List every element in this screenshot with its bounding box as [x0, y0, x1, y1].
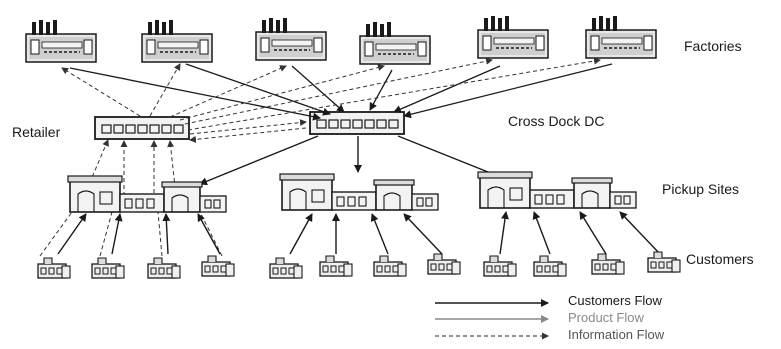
factory-5: [478, 16, 548, 58]
legend-product-flow-label: Product Flow: [568, 310, 644, 325]
pickup-site-3: [478, 172, 636, 208]
customer-flow-arrows: [58, 212, 660, 254]
retailer-label: Retailer: [12, 124, 60, 140]
legend-information-flow-label: Information Flow: [568, 327, 664, 342]
customer-houses: [38, 252, 680, 278]
pickup-site-2: [280, 174, 438, 210]
pickup-sites-label: Pickup Sites: [662, 181, 739, 197]
factory-2: [142, 20, 212, 62]
cross-dock-label: Cross Dock DC: [508, 113, 604, 129]
product-flow-arrows: [70, 64, 612, 118]
pickup-site-1: [68, 176, 226, 212]
factory-4: [360, 22, 430, 64]
cross-dock-warehouse: [310, 112, 404, 134]
information-flow-arrows: [40, 60, 600, 256]
legend-customers-flow-label: Customers Flow: [568, 293, 662, 308]
distribution-arrows: [200, 136, 508, 184]
factory-1: [26, 20, 96, 62]
retailer-warehouse: [95, 117, 189, 139]
factory-3: [256, 18, 326, 60]
customers-label: Customers: [686, 251, 754, 267]
factories-label: Factories: [684, 38, 742, 54]
factory-6: [586, 16, 656, 58]
